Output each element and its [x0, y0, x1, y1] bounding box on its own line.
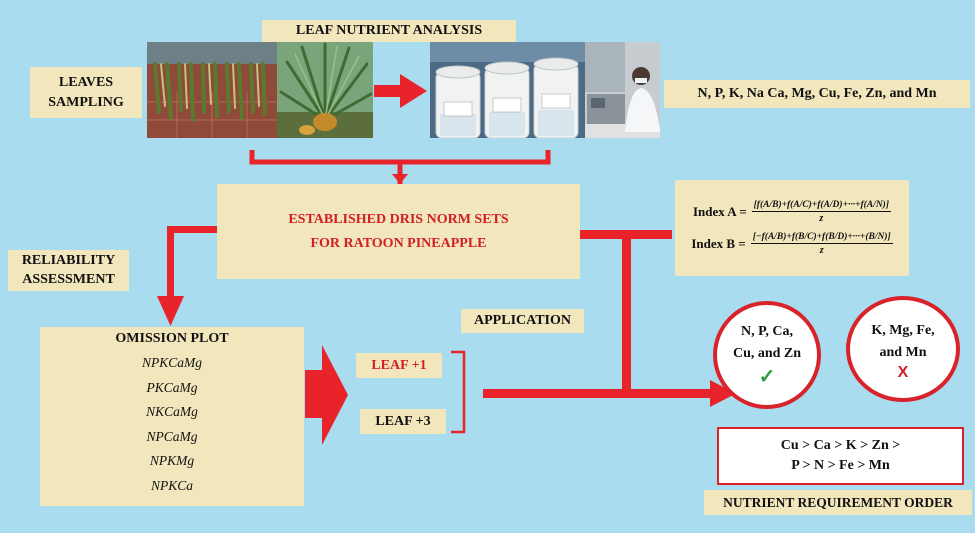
- reliability-text: RELIABILITY ASSESSMENT: [21, 252, 116, 287]
- sufficient-circle: N, P, Ca, Cu, and Zn ✓: [713, 301, 821, 409]
- reliability-box: RELIABILITY ASSESSMENT: [8, 250, 129, 291]
- requirement-order-text: Cu > Ca > K > Zn > P > N > Fe > Mn: [780, 437, 901, 473]
- treatment-item: NPCaMg: [146, 428, 198, 444]
- check-icon: ✓: [758, 365, 776, 388]
- index-a-fraction: [f(A/B)+f(A/C)+f(A/D)+···+f(A/N)] z: [751, 200, 892, 224]
- treatment-item: NPKCaMg: [141, 355, 202, 370]
- index-a-denominator: z: [819, 213, 824, 224]
- photo-to-jars-arrow: [374, 74, 427, 108]
- dris-box: ESTABLISHED DRIS NORM SETS FOR RATOON PI…: [217, 184, 580, 279]
- leaf3-text: LEAF +3: [375, 413, 431, 429]
- omission-to-leaf-arrow: [305, 345, 348, 445]
- index-a-row: Index A = [f(A/B)+f(A/C)+f(A/D)+···+f(A/…: [692, 200, 892, 224]
- leaf1-box: LEAF +1: [356, 353, 442, 378]
- bracket-tip: [392, 174, 408, 184]
- sampling-box: LEAVES SAMPLING: [30, 67, 142, 118]
- dris-to-index-connector: [580, 230, 672, 390]
- nutrients-box: N, P, K, Na Ca, Mg, Cu, Fe, Zn, and Mn: [664, 80, 970, 108]
- dris-text: ESTABLISHED DRIS NORM SETS FOR RATOON PI…: [288, 211, 509, 251]
- leaf1-text: LEAF +1: [371, 357, 427, 373]
- index-b-numerator: [−f(A/B)+f(B/C)+f(B/D)+···+(B/N)]: [750, 232, 893, 244]
- sufficient-text: N, P, Ca, Cu, and Zn: [732, 324, 802, 361]
- sampling-text: LEAVES SAMPLING: [48, 74, 124, 110]
- omission-title: OMISSION PLOT: [115, 331, 229, 346]
- treatment-item: PKCaMg: [146, 379, 198, 395]
- title-box: LEAF NUTRIENT ANALYSIS: [262, 20, 516, 42]
- index-a-numerator: [f(A/B)+f(A/C)+f(A/D)+···+f(A/N)]: [751, 200, 892, 212]
- treatment-item: NPKMg: [149, 453, 195, 468]
- index-box: Index A = [f(A/B)+f(A/C)+f(A/D)+···+f(A/…: [675, 180, 909, 276]
- requirement-order-box: Cu > Ca > K > Zn > P > N > Fe > Mn: [717, 427, 964, 485]
- pineapple-photo: [277, 42, 373, 138]
- requirement-label-box: NUTRIENT REQUIREMENT ORDER: [704, 490, 972, 515]
- lab-analyst-photo: [585, 42, 660, 138]
- leaves-photo: [147, 42, 277, 138]
- title-text: LEAF NUTRIENT ANALYSIS: [295, 23, 483, 38]
- deficient-text: K, Mg, Fe, and Mn: [871, 322, 935, 360]
- dris-to-omission-arrow: [157, 226, 217, 326]
- omission-box: OMISSION PLOT NPKCaMg PKCaMg NKCaMg NPCa…: [40, 327, 304, 506]
- index-b-label: Index B =: [691, 236, 746, 251]
- requirement-label-text: NUTRIENT REQUIREMENT ORDER: [723, 494, 953, 510]
- treatment-item: NPKCa: [150, 477, 193, 493]
- index-b-fraction: [−f(A/B)+f(B/C)+f(B/D)+···+(B/N)] z: [750, 232, 893, 256]
- leaf3-box: LEAF +3: [360, 409, 446, 434]
- deficient-circle: K, Mg, Fe, and Mn X: [846, 296, 960, 402]
- cross-icon: X: [897, 364, 909, 382]
- index-a-label: Index A =: [692, 204, 747, 219]
- application-box: APPLICATION: [461, 309, 584, 333]
- leaf-to-results-arrow: [483, 380, 736, 407]
- sample-jars-photo: [430, 42, 585, 138]
- leaf-bracket: [451, 350, 466, 434]
- application-text: APPLICATION: [474, 313, 571, 328]
- nutrients-text: N, P, K, Na Ca, Mg, Cu, Fe, Zn, and Mn: [697, 86, 937, 101]
- index-b-denominator: z: [819, 245, 824, 256]
- omission-treatments: NPKCaMg PKCaMg NKCaMg NPCaMg NPKMg NPKCa: [142, 351, 202, 498]
- index-b-row: Index B = [−f(A/B)+f(B/C)+f(B/D)+···+(B/…: [691, 232, 893, 256]
- analysis-bracket: [249, 150, 551, 165]
- treatment-item: NKCaMg: [146, 404, 198, 419]
